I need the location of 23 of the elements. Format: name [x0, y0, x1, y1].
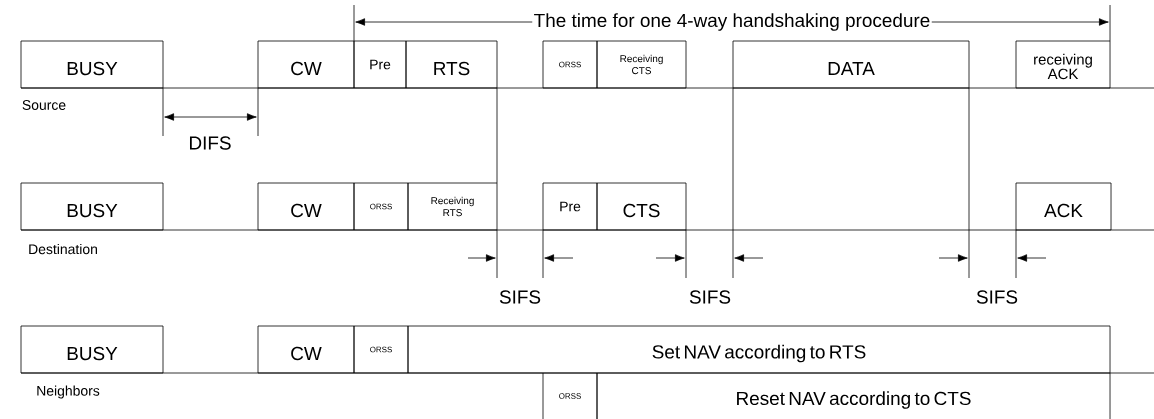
- time-slot-box: BUSY: [20, 182, 164, 231]
- time-slot-box: CTS: [596, 182, 687, 231]
- dimension-label: The time for one 4-way handshaking procedure: [534, 13, 930, 31]
- time-slot-box: ACK: [1015, 182, 1112, 231]
- time-slot-box: Set NAV according to RTS: [407, 325, 1111, 374]
- time-slot-box: Reset NAV according to CTS: [737, 372, 1111, 419]
- interval-label: SIFS: [976, 290, 1018, 304]
- time-slot-box: Receiving RTS: [407, 182, 498, 231]
- time-slot-box: receiving ACK: [1015, 40, 1111, 89]
- time-slot-box: DATA: [732, 40, 970, 89]
- time-slot-box: CW: [257, 40, 355, 89]
- interval-label: SIFS: [499, 290, 541, 304]
- time-slot-box: Receiving CTS: [596, 40, 687, 89]
- time-slot-box: Pre: [353, 40, 407, 89]
- time-slot-box: CW: [257, 325, 355, 374]
- time-slot-box: CW: [257, 182, 355, 231]
- interval-label: DIFS: [190, 136, 231, 150]
- row-label: Destination: [29, 243, 97, 255]
- time-slot-box: BUSY: [20, 325, 164, 374]
- time-slot-box: RTS: [405, 40, 498, 89]
- time-slot-box: BUSY: [20, 40, 164, 89]
- time-slot-box: Pre: [542, 182, 598, 231]
- interval-label: SIFS: [689, 290, 731, 304]
